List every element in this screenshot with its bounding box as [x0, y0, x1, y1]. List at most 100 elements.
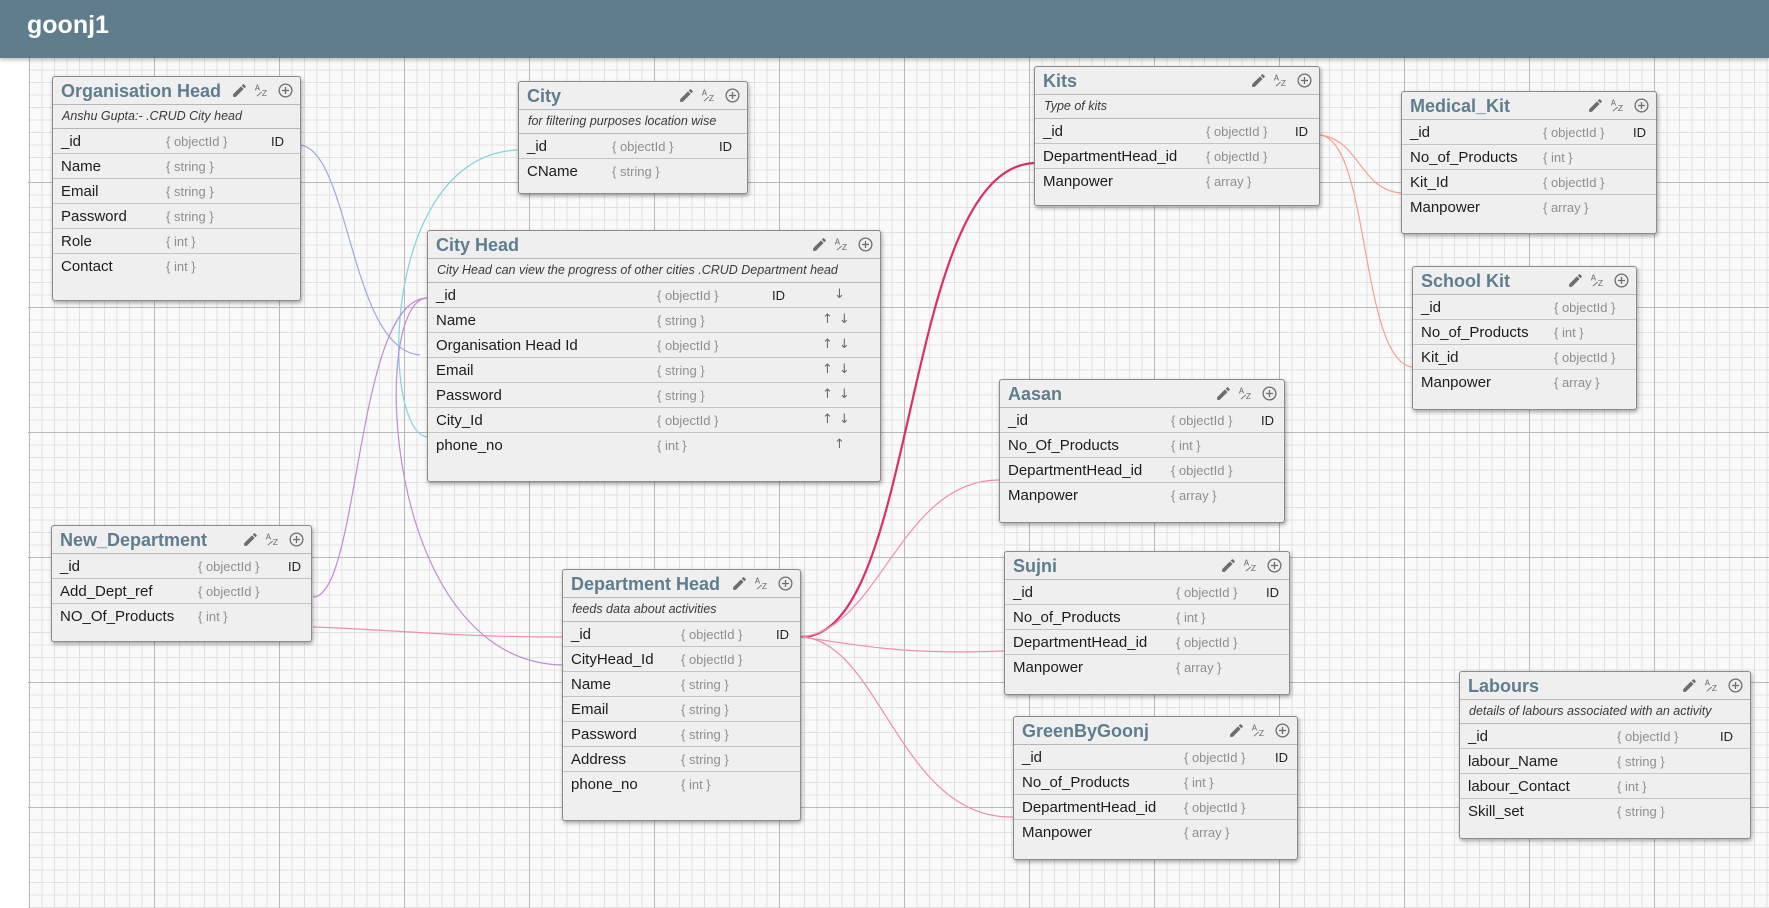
pencil-icon[interactable] — [811, 236, 828, 253]
field-row[interactable]: Password{ string }↑↓ — [428, 383, 880, 408]
add-circle-icon[interactable] — [1727, 677, 1744, 694]
field-row[interactable]: Organisation Head Id{ objectId }↑↓ — [428, 333, 880, 358]
pencil-icon[interactable] — [1228, 722, 1245, 739]
field-row[interactable]: DepartmentHead_id{ objectId } — [1005, 630, 1289, 655]
reorder-arrows-icon[interactable]: ↓ — [834, 287, 851, 302]
field-row[interactable]: Manpower{ array } — [1035, 169, 1319, 194]
field-row[interactable]: phone_no{ int }↑ — [428, 433, 880, 458]
field-row[interactable]: CityHead_Id{ objectId } — [563, 647, 800, 672]
field-row[interactable]: Manpower{ array } — [1000, 483, 1284, 508]
field-row[interactable]: labour_Contact{ int } — [1460, 774, 1750, 799]
field-row[interactable]: Password{ string } — [563, 722, 800, 747]
pencil-icon[interactable] — [1681, 677, 1698, 694]
field-row[interactable]: labour_Name{ string } — [1460, 749, 1750, 774]
field-row[interactable]: _id{ objectId }ID — [1000, 408, 1284, 433]
add-circle-icon[interactable] — [1613, 272, 1630, 289]
field-row[interactable]: Role{ int } — [53, 229, 300, 254]
field-row[interactable]: Manpower{ array } — [1014, 820, 1297, 845]
reorder-arrows-icon[interactable]: ↑↓ — [822, 387, 856, 402]
field-row[interactable]: Email{ string } — [53, 179, 300, 204]
add-circle-icon[interactable] — [1633, 97, 1650, 114]
field-row[interactable]: Email{ string }↑↓ — [428, 358, 880, 383]
pencil-icon[interactable] — [1250, 72, 1267, 89]
field-row[interactable]: _id{ objectId }ID — [1402, 120, 1656, 145]
field-row[interactable]: Manpower{ array } — [1413, 370, 1636, 395]
field-row[interactable]: No_of_Products{ int } — [1005, 605, 1289, 630]
field-row[interactable]: DepartmentHead_id{ objectId } — [1035, 144, 1319, 169]
field-row[interactable]: Address{ string } — [563, 747, 800, 772]
add-circle-icon[interactable] — [724, 87, 741, 104]
field-row[interactable]: DepartmentHead_id{ objectId } — [1014, 795, 1297, 820]
add-circle-icon[interactable] — [1266, 557, 1283, 574]
pencil-icon[interactable] — [1567, 272, 1584, 289]
reorder-arrows-icon[interactable]: ↑↓ — [822, 412, 856, 427]
field-row[interactable]: _id{ objectId }ID — [1460, 724, 1750, 749]
field-row[interactable]: Skill_set{ string } — [1460, 799, 1750, 824]
field-row[interactable]: City_Id{ objectId }↑↓ — [428, 408, 880, 433]
add-circle-icon[interactable] — [857, 236, 874, 253]
add-circle-icon[interactable] — [777, 575, 794, 592]
field-row[interactable]: Name{ string }↑↓ — [428, 308, 880, 333]
field-row[interactable]: phone_no{ int } — [563, 772, 800, 797]
add-circle-icon[interactable] — [1296, 72, 1313, 89]
reorder-arrows-icon[interactable]: ↑↓ — [822, 337, 856, 352]
field-row[interactable]: Contact{ int } — [53, 254, 300, 279]
field-row[interactable]: Manpower{ array } — [1005, 655, 1289, 680]
field-row[interactable]: _id{ objectId }ID — [563, 622, 800, 647]
pencil-icon[interactable] — [231, 82, 248, 99]
field-row[interactable]: _id{ objectId }ID — [1005, 580, 1289, 605]
field-row[interactable]: Password{ string } — [53, 204, 300, 229]
field-row[interactable]: _id{ objectId }ID — [52, 554, 311, 579]
field-row[interactable]: _id{ objectId }ID — [53, 129, 300, 154]
pencil-icon[interactable] — [1587, 97, 1604, 114]
field-row[interactable]: _id{ objectId }ID — [1413, 295, 1636, 320]
field-row[interactable]: Kit_id{ objectId } — [1413, 345, 1636, 370]
field-row[interactable]: No_Of_Products{ int } — [1000, 433, 1284, 458]
entity-school-kit[interactable]: School Kit AZ _id{ objectId }ID No_of_Pr… — [1412, 266, 1637, 410]
field-row[interactable]: _id{ objectId }ID↓ — [428, 283, 880, 308]
reorder-arrows-icon[interactable]: ↑↓ — [822, 312, 856, 327]
field-row[interactable]: No_of_Products{ int } — [1014, 770, 1297, 795]
field-row[interactable]: No_of_Products{ int } — [1413, 320, 1636, 345]
field-row[interactable]: Manpower{ array } — [1402, 195, 1656, 220]
field-row[interactable]: DepartmentHead_id{ objectId } — [1000, 458, 1284, 483]
reorder-arrows-icon[interactable]: ↑↓ — [822, 362, 856, 377]
field-row[interactable]: CName{ string } — [519, 159, 747, 184]
field-row[interactable]: Kit_Id{ objectId } — [1402, 170, 1656, 195]
pencil-icon[interactable] — [1220, 557, 1237, 574]
field-row[interactable]: _id{ objectId }ID — [1014, 745, 1297, 770]
pencil-icon[interactable] — [1215, 385, 1232, 402]
add-circle-icon[interactable] — [288, 531, 305, 548]
field-row[interactable]: Name{ string } — [563, 672, 800, 697]
reorder-arrows-icon[interactable]: ↑ — [834, 437, 851, 452]
add-circle-icon[interactable] — [1261, 385, 1278, 402]
pencil-icon[interactable] — [242, 531, 259, 548]
pencil-icon[interactable] — [678, 87, 695, 104]
field-row[interactable]: _id{ objectId }ID — [1035, 119, 1319, 144]
add-circle-icon[interactable] — [277, 82, 294, 99]
field-row[interactable]: Name{ string } — [53, 154, 300, 179]
